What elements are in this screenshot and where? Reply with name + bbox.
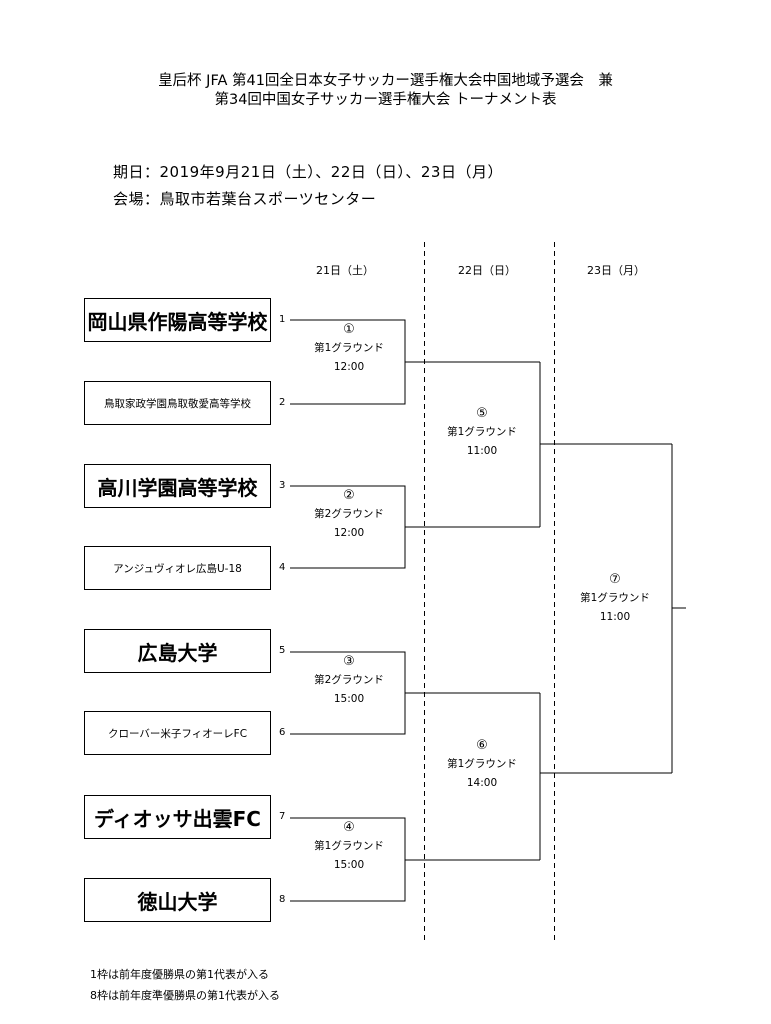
team-8: 徳山大学 xyxy=(84,878,271,922)
match-1-time: 12:00 xyxy=(333,361,365,373)
match-4-info: ④ 第1グラウンド 15:00 xyxy=(294,818,404,875)
match-3-number: ③ xyxy=(343,654,355,669)
title-line-2: 第34回中国女子サッカー選手権大会 トーナメント表 xyxy=(214,92,557,108)
seed-5: 5 xyxy=(279,645,286,656)
match-1-info: ① 第1グラウンド 12:00 xyxy=(294,320,404,377)
seed-3: 3 xyxy=(279,480,286,491)
match-5-number: ⑤ xyxy=(476,406,488,421)
match-2-number: ② xyxy=(343,488,355,503)
day-header-22: 22日（日） xyxy=(458,264,516,277)
match-4-number: ④ xyxy=(343,820,355,835)
day-header-21: 21日（土） xyxy=(316,264,374,277)
match-2-time: 12:00 xyxy=(333,527,365,539)
note-1: 1枠は前年度優勝県の第1代表が入る xyxy=(90,968,269,981)
team-3: 高川学園高等学校 xyxy=(84,464,271,508)
seed-6: 6 xyxy=(279,727,286,738)
team-4: アンジュヴィオレ広島U-18 xyxy=(84,546,271,590)
venue-text: 会場：鳥取市若葉台スポーツセンター xyxy=(113,190,377,208)
title-line-1: 皇后杯 JFA 第41回全日本女子サッカー選手権大会中国地域予選会 兼 xyxy=(158,73,613,89)
match-5-time: 11:00 xyxy=(466,445,498,457)
seed-4: 4 xyxy=(279,562,286,573)
team-7: ディオッサ出雲FC xyxy=(84,795,271,839)
match-4-ground: 第1グラウンド xyxy=(314,840,384,852)
match-5-ground: 第1グラウンド xyxy=(447,426,517,438)
team-6: クローバー米子フィオーレFC xyxy=(84,711,271,755)
match-7-number: ⑦ xyxy=(609,572,621,587)
match-3-ground: 第2グラウンド xyxy=(314,674,384,686)
match-6-number: ⑥ xyxy=(476,738,488,753)
match-7-ground: 第1グラウンド xyxy=(580,592,650,604)
match-5-info: ⑤ 第1グラウンド 11:00 xyxy=(427,404,537,461)
seed-7: 7 xyxy=(279,811,286,822)
match-4-time: 15:00 xyxy=(333,859,365,871)
seed-8: 8 xyxy=(279,894,286,905)
match-2-info: ② 第2グラウンド 12:00 xyxy=(294,486,404,543)
match-6-info: ⑥ 第1グラウンド 14:00 xyxy=(427,736,537,793)
match-3-info: ③ 第2グラウンド 15:00 xyxy=(294,652,404,709)
match-1-number: ① xyxy=(343,322,355,337)
team-5: 広島大学 xyxy=(84,629,271,673)
note-2: 8枠は前年度準優勝県の第1代表が入る xyxy=(90,989,280,1002)
match-6-ground: 第1グラウンド xyxy=(447,758,517,770)
match-7-time: 11:00 xyxy=(599,611,631,623)
match-1-ground: 第1グラウンド xyxy=(314,342,384,354)
team-1: 岡山県作陽高等学校 xyxy=(84,298,271,342)
match-7-info: ⑦ 第1グラウンド 11:00 xyxy=(560,570,670,627)
match-3-time: 15:00 xyxy=(333,693,365,705)
match-2-ground: 第2グラウンド xyxy=(314,508,384,520)
seed-1: 1 xyxy=(279,314,286,325)
dates-text: 期日：2019年9月21日（土）、22日（日）、23日（月） xyxy=(113,163,503,181)
team-2: 鳥取家政学園鳥取敬愛高等学校 xyxy=(84,381,271,425)
match-6-time: 14:00 xyxy=(466,777,498,789)
day-header-23: 23日（月） xyxy=(587,264,645,277)
seed-2: 2 xyxy=(279,397,286,408)
